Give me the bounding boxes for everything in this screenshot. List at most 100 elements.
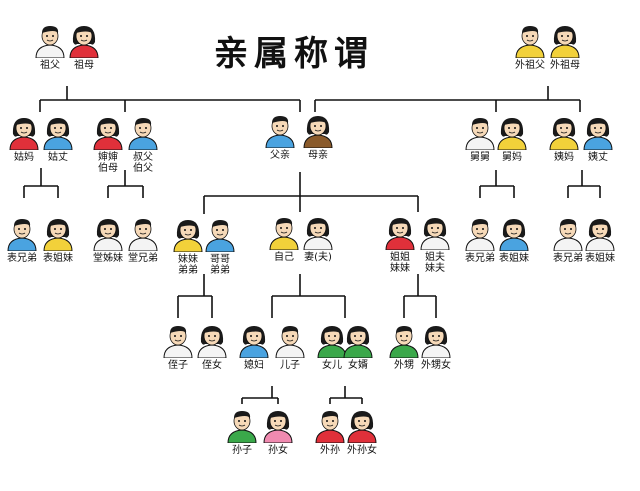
person-tang_bro (126, 215, 160, 252)
person-wife (301, 214, 335, 251)
cartoon-person-icon (303, 116, 333, 149)
kin-label-cousin_pat2: 表姐妹 (43, 253, 73, 264)
kin-label-w_granddaughter: 外孙女 (347, 445, 377, 456)
kin-label-self: 自己 (274, 252, 294, 263)
person-father (263, 112, 297, 149)
cartoon-person-icon (389, 326, 419, 359)
kin-label-w_niece: 外甥女 (421, 360, 451, 371)
person-cousin_mat2 (497, 215, 531, 252)
person-aunt_pat (7, 114, 41, 151)
cartoon-person-icon (315, 411, 345, 444)
kin-label-father: 父亲 (270, 150, 290, 161)
cartoon-person-icon (269, 218, 299, 251)
kin-label-bro_old: 哥哥 弟弟 (210, 254, 230, 276)
kin-label-w_grandson: 外孙 (320, 445, 340, 456)
person-tang_sis (91, 215, 125, 252)
person-w_nephew (387, 322, 421, 359)
cartoon-person-icon (163, 326, 193, 359)
kin-label-wife: 妻(夫) (304, 252, 332, 263)
cartoon-person-icon (128, 118, 158, 151)
person-bro_old (203, 216, 237, 253)
kin-label-cousin_mat4: 表姐妹 (585, 253, 615, 264)
cartoon-person-icon (465, 219, 495, 252)
person-w_grandson (313, 407, 347, 444)
kin-label-tang_sis: 堂姊妹 (93, 253, 123, 264)
person-aunt_mat (547, 114, 581, 151)
kin-label-sil: 女婿 (348, 360, 368, 371)
diagram-title: 亲属称谓 (214, 34, 374, 74)
cartoon-person-icon (7, 219, 37, 252)
cartoon-person-icon (239, 326, 269, 359)
cartoon-person-icon (497, 118, 527, 151)
kin-label-sister: 姐姐 妹妹 (390, 252, 410, 274)
person-cousin_mat1 (463, 215, 497, 252)
person-self (267, 214, 301, 251)
person-granddaughter (261, 407, 295, 444)
kin-label-tang_bro: 堂兄弟 (128, 253, 158, 264)
cartoon-person-icon (385, 218, 415, 251)
kin-label-dil: 媳妇 (244, 360, 264, 371)
kin-label-cousin_pat1: 表兄弟 (7, 253, 37, 264)
kin-label-grandma: 祖母 (74, 60, 94, 71)
person-sis_bro_y (171, 216, 205, 253)
cartoon-person-icon (343, 326, 373, 359)
kin-label-m_grandma: 外祖母 (550, 60, 580, 71)
person-uncle_wife (91, 114, 125, 151)
cartoon-person-icon (303, 218, 333, 251)
kin-label-son: 儿子 (280, 360, 300, 371)
kin-label-mother: 母亲 (308, 150, 328, 161)
kin-label-niece: 侄女 (202, 360, 222, 371)
cartoon-person-icon (128, 219, 158, 252)
cartoon-person-icon (499, 219, 529, 252)
kin-label-aunt_mat: 姨妈 (554, 152, 574, 163)
kin-label-grandpa: 祖父 (40, 60, 60, 71)
person-grandson (225, 407, 259, 444)
cartoon-person-icon (35, 26, 65, 59)
cartoon-person-icon (553, 219, 583, 252)
person-m_grandpa (513, 22, 547, 59)
kin-label-nephew: 侄子 (168, 360, 188, 371)
kin-label-w_nephew: 外甥 (394, 360, 414, 371)
cartoon-person-icon (43, 118, 73, 151)
kin-label-uncle_mat_w: 舅妈 (502, 152, 522, 163)
person-cousin_mat3 (551, 215, 585, 252)
kin-label-cousin_mat1: 表兄弟 (465, 253, 495, 264)
person-sis_husb (418, 214, 452, 251)
cartoon-person-icon (585, 219, 615, 252)
cartoon-person-icon (421, 326, 451, 359)
person-uncle_mat_w (495, 114, 529, 151)
kin-label-granddaughter: 孙女 (268, 445, 288, 456)
person-niece (195, 322, 229, 359)
kin-label-aunt_mat_h: 姨丈 (588, 152, 608, 163)
person-uncle (126, 114, 160, 151)
cartoon-person-icon (227, 411, 257, 444)
person-mother (301, 112, 335, 149)
cartoon-person-icon (197, 326, 227, 359)
person-cousin_mat4 (583, 215, 617, 252)
person-sister (383, 214, 417, 251)
person-uncle_mat (463, 114, 497, 151)
kin-label-cousin_mat2: 表姐妹 (499, 253, 529, 264)
cartoon-person-icon (173, 220, 203, 253)
person-aunt_mat_h (581, 114, 615, 151)
cartoon-person-icon (465, 118, 495, 151)
cartoon-person-icon (265, 116, 295, 149)
person-nephew (161, 322, 195, 359)
cartoon-person-icon (93, 118, 123, 151)
person-dil (237, 322, 271, 359)
person-daughter (315, 322, 349, 359)
cartoon-person-icon (549, 118, 579, 151)
person-w_granddaughter (345, 407, 379, 444)
kin-label-cousin_mat3: 表兄弟 (553, 253, 583, 264)
cartoon-person-icon (550, 26, 580, 59)
person-cousin_pat2 (41, 215, 75, 252)
person-grandma (67, 22, 101, 59)
cartoon-person-icon (69, 26, 99, 59)
cartoon-person-icon (205, 220, 235, 253)
cartoon-person-icon (583, 118, 613, 151)
kin-label-uncle_mat: 舅舅 (470, 152, 490, 163)
cartoon-person-icon (93, 219, 123, 252)
kin-label-daughter: 女儿 (322, 360, 342, 371)
person-sil (341, 322, 375, 359)
